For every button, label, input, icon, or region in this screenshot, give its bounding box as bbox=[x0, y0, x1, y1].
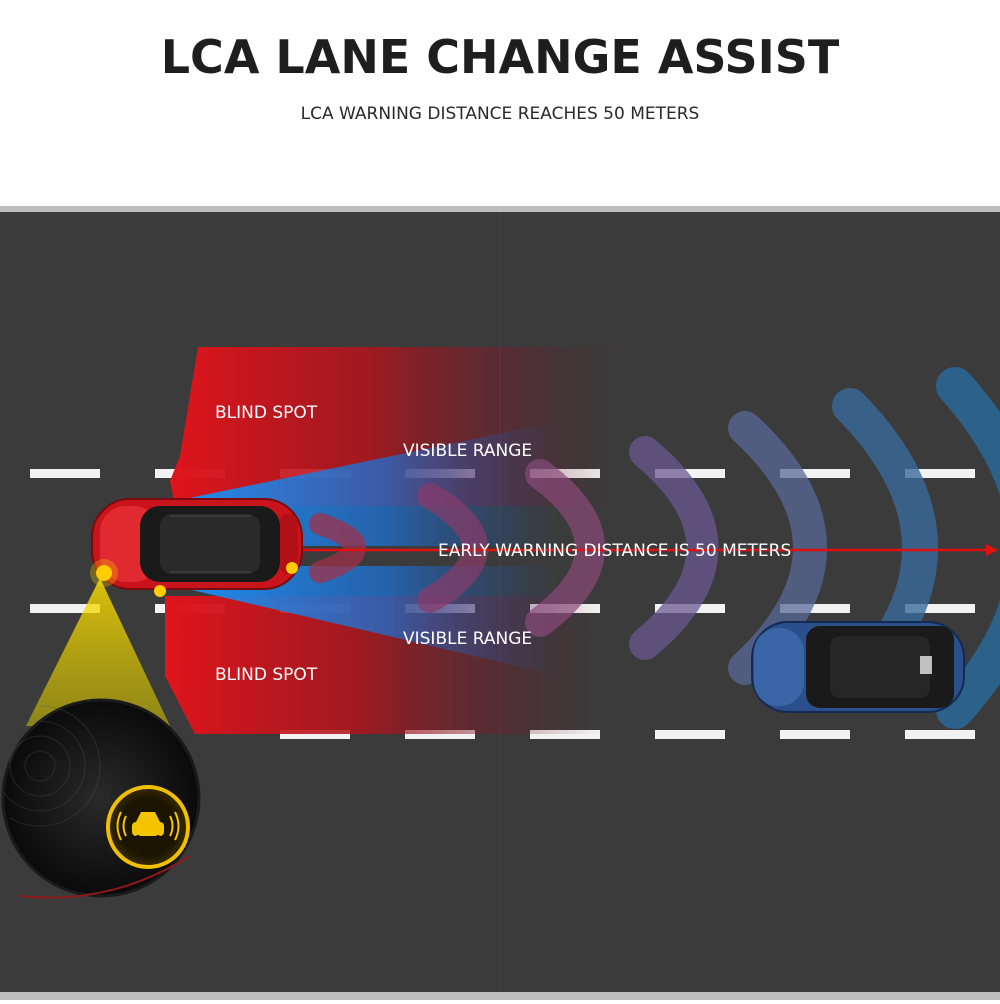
lane-change-warning-icon bbox=[116, 811, 180, 841]
indicator-light bbox=[286, 562, 298, 574]
radar-wave bbox=[309, 513, 366, 583]
indicator-light bbox=[154, 585, 166, 597]
label-visible-range-top: VISIBLE RANGE bbox=[403, 441, 532, 461]
page-title: LCA LANE CHANGE ASSIST bbox=[160, 30, 840, 84]
indicator-glow bbox=[90, 559, 118, 587]
label-blind-spot-bottom: BLIND SPOT bbox=[215, 665, 318, 685]
mirror-inset bbox=[1, 698, 201, 899]
lane-line-3 bbox=[280, 730, 975, 739]
header: LCA LANE CHANGE ASSIST LCA WARNING DISTA… bbox=[0, 0, 1000, 206]
label-early-warning: EARLY WARNING DISTANCE IS 50 METERS bbox=[438, 541, 791, 561]
radar-wave bbox=[936, 367, 1000, 729]
road-scene: BLIND SPOT VISIBLE RANGE EARLY WARNING D… bbox=[0, 206, 1000, 1000]
indicator-beam bbox=[26, 578, 170, 726]
radar-wave bbox=[629, 436, 719, 660]
own-car bbox=[91, 498, 303, 590]
road-top-edge bbox=[0, 206, 1000, 212]
road-bottom-edge bbox=[0, 992, 1000, 1000]
visible-range-zone-bottom bbox=[175, 566, 560, 676]
radar-wave bbox=[525, 459, 605, 637]
road-diagram: BLIND SPOT VISIBLE RANGE EARLY WARNING D… bbox=[0, 206, 1000, 1000]
label-visible-range-bottom: VISIBLE RANGE bbox=[403, 629, 532, 649]
radar-wave bbox=[417, 483, 488, 613]
page-subtitle: LCA WARNING DISTANCE REACHES 50 METERS bbox=[300, 104, 700, 124]
indicator-light bbox=[96, 565, 112, 581]
early-warning-arrow bbox=[300, 544, 998, 556]
label-blind-spot-top: BLIND SPOT bbox=[215, 403, 318, 423]
other-car bbox=[751, 621, 965, 713]
